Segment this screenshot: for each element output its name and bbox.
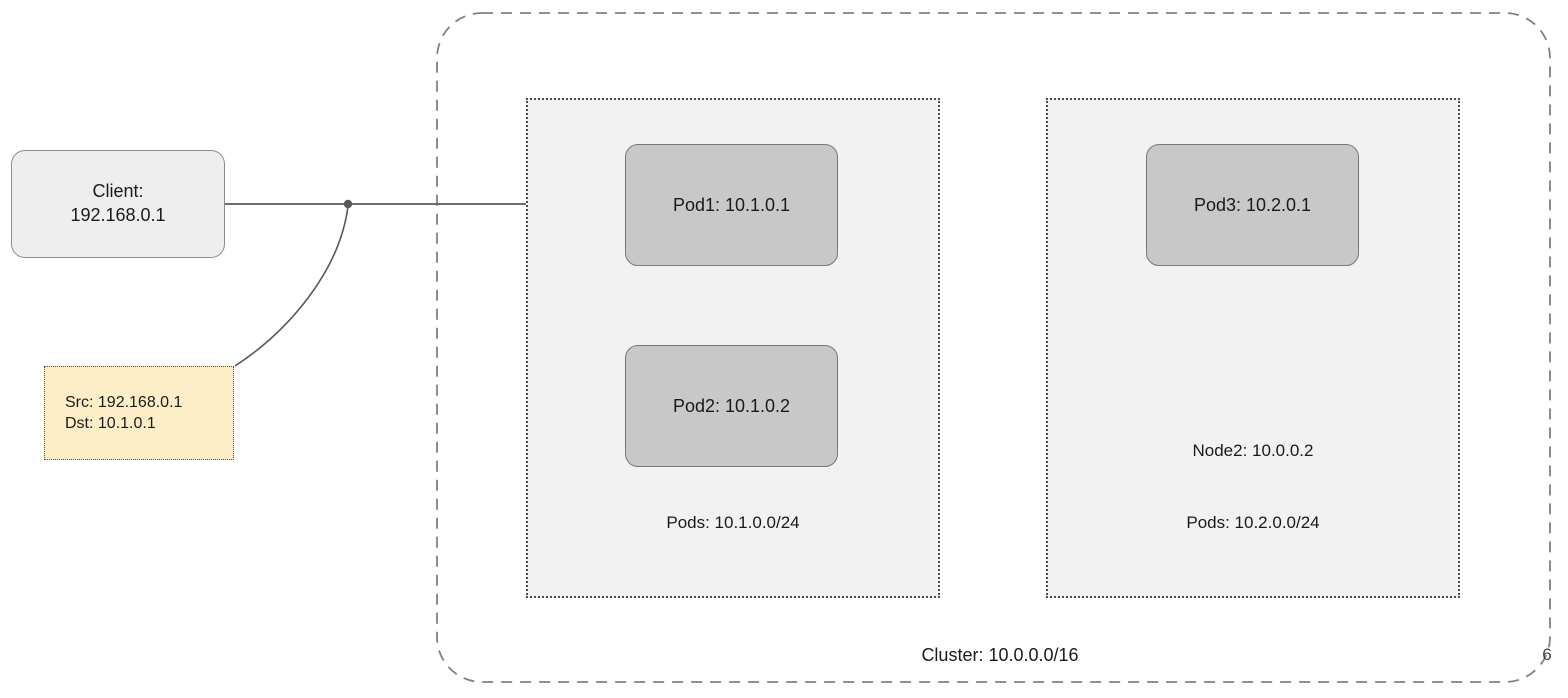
client-box[interactable]: Client: 192.168.0.1 [11,150,225,258]
pod3-box[interactable]: Pod3: 10.2.0.1 [1146,144,1359,266]
node2-caption: Node2: 10.0.0.2 Pods: 10.2.0.0/24 [1048,392,1458,582]
client-label-line2: 192.168.0.1 [70,205,166,225]
node2-caption-line1: Node2: 10.0.0.2 [1192,441,1314,461]
node2-caption-line2: Pods: 10.2.0.0/24 [1186,512,1320,532]
pod2-box[interactable]: Pod2: 10.1.0.2 [625,345,838,467]
packet-annotation-leader-line [234,205,349,367]
packet-src-label: Src: 192.168.0.1 [65,393,183,411]
packet-dst-label: Dst: 10.1.0.1 [65,415,156,432]
slide-number: 6 [1542,645,1552,664]
pod1-box[interactable]: Pod1: 10.1.0.1 [625,144,838,266]
node1-caption-line2: Pods: 10.1.0.0/24 [666,512,800,532]
packet-annotation-box[interactable]: Src: 192.168.0.1 Dst: 10.1.0.1 [44,366,234,460]
client-label-line1: Client: [92,181,144,202]
connector-junction-dot [343,199,353,209]
cluster-label: Cluster: 10.0.0.0/16 [921,645,1079,665]
